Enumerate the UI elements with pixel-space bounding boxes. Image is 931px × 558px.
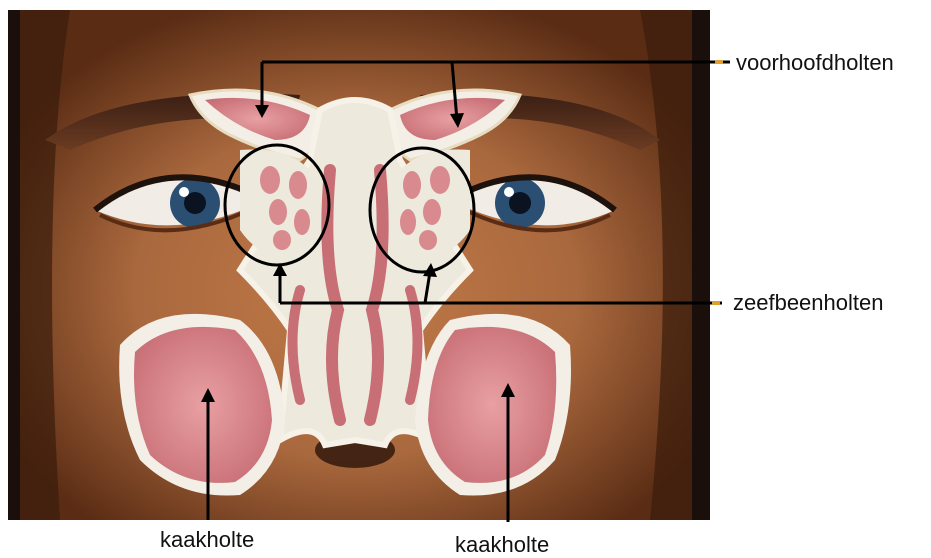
label-maxillary-sinus-left: kaakholte [160,527,254,553]
label-frontal-sinuses: voorhoofdholten [736,50,894,76]
maxillary-sinus-right [428,327,556,483]
label-ethmoid-sinuses: zeefbeenholten [733,290,883,316]
label-maxillary-sinus-right: kaakholte [455,532,549,558]
accent-mark [712,301,720,305]
accent-mark [715,60,723,64]
